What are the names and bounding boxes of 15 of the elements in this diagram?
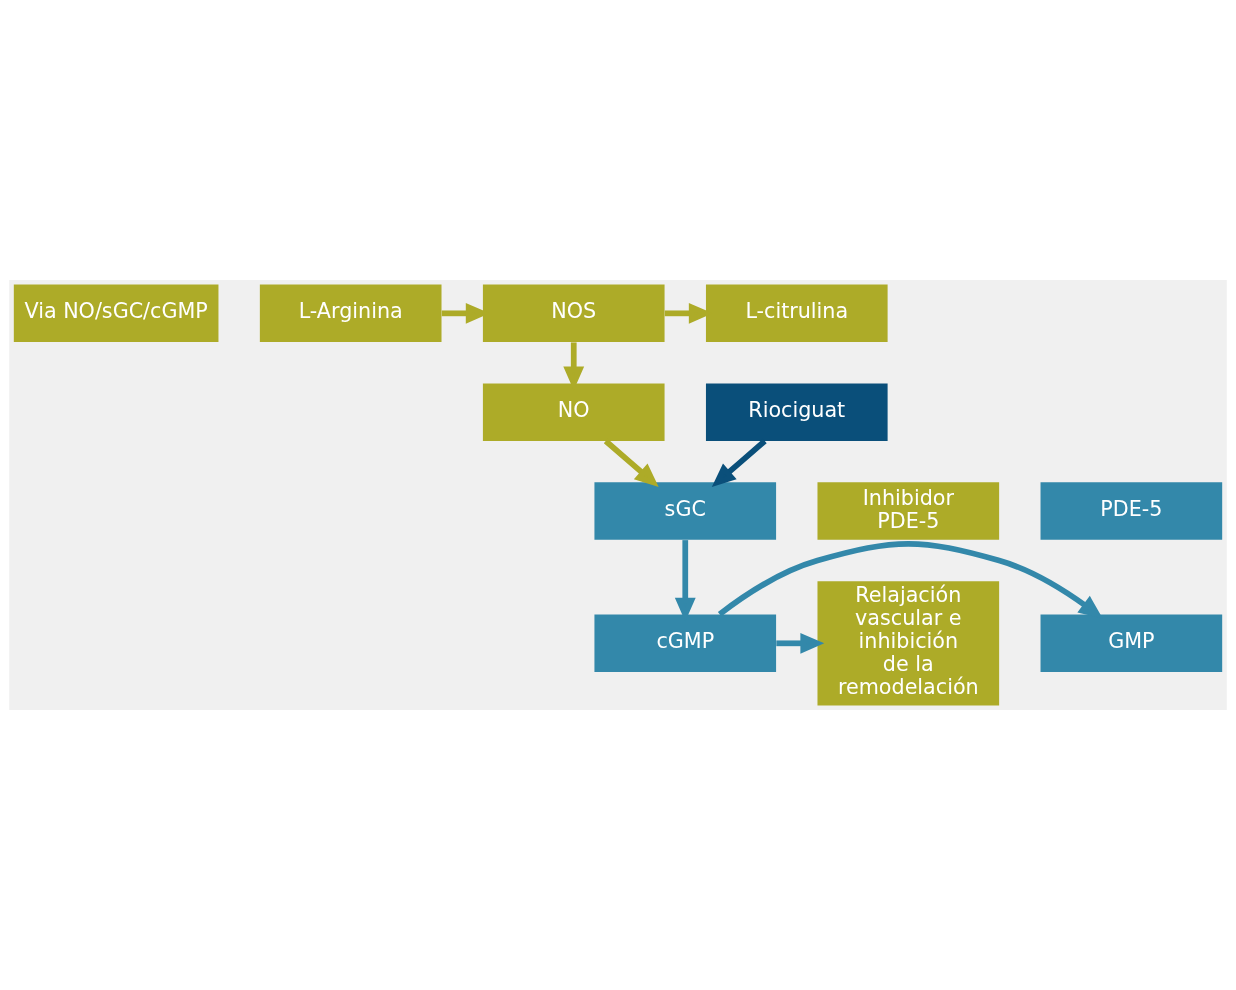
arrow [711,438,767,487]
node-box: L-citrulina [705,284,888,343]
node-box: Relajación vascular e inhibición de la remodelación [817,581,1000,706]
node-box: GMP [1040,614,1223,673]
arrow [776,632,825,654]
node-box: sGC [594,482,777,540]
node-box: Inhibidor PDE-5 [817,482,1000,540]
node-box: L-Arginina [259,284,442,343]
node-box: Riociguat [705,383,888,441]
node-box: Via NO/sGC/cGMP [13,284,219,343]
node-box: NO [482,383,665,441]
node-box: PDE-5 [1040,482,1223,540]
node-box: cGMP [594,614,777,673]
arrow [603,438,659,487]
node-box: NOS [482,284,665,343]
